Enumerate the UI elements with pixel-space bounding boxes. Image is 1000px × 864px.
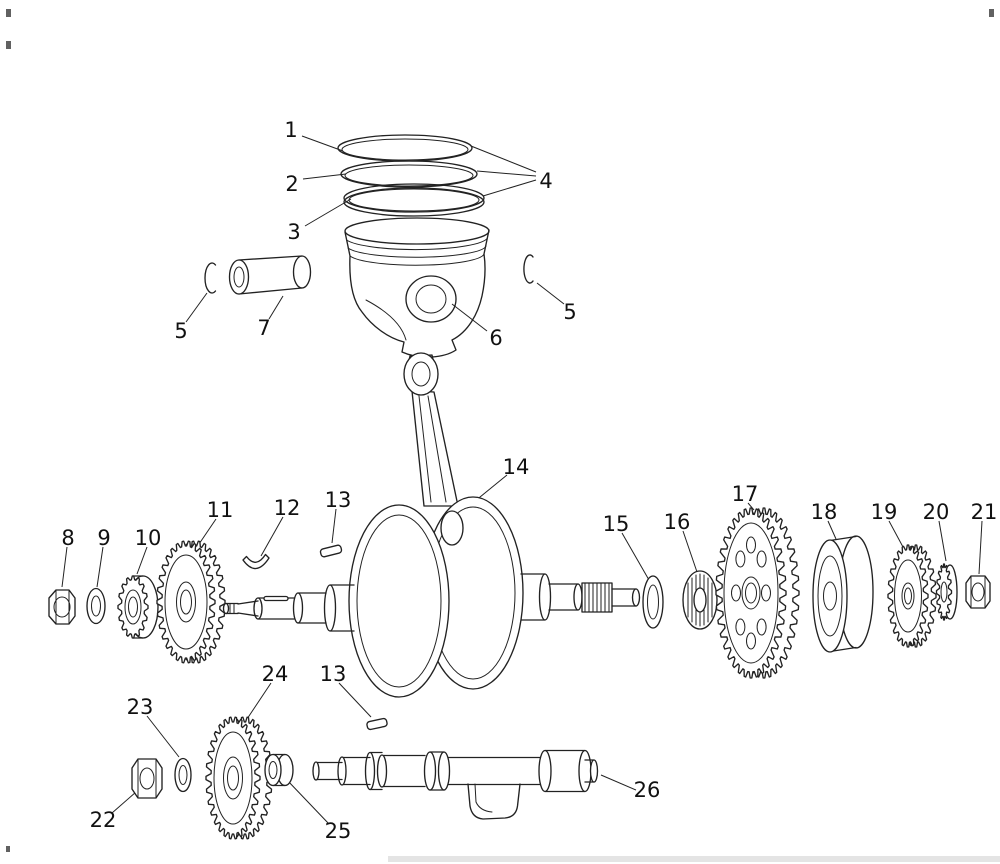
connecting-rod <box>403 352 459 507</box>
callout-label-10: 10 <box>135 526 162 550</box>
callout-label-5-left: 5 <box>174 319 187 343</box>
callout-label-6: 6 <box>489 326 502 350</box>
spacer-25 <box>264 753 294 787</box>
callout-labels: 1 2 3 4 5 7 6 5 14 8 9 10 11 12 13 15 16… <box>61 118 997 843</box>
callout-label-14: 14 <box>503 455 530 479</box>
crankshaft-webs <box>348 496 524 698</box>
shim-washer-15 <box>642 575 664 629</box>
callout-label-21: 21 <box>971 500 998 524</box>
hex-nut-8 <box>48 589 76 625</box>
woodruff-key-12 <box>242 553 270 570</box>
piston-pin <box>228 255 312 295</box>
washer-23 <box>174 757 192 793</box>
hex-nut-22 <box>131 758 163 799</box>
balancer-gear-24 <box>205 716 273 840</box>
circlip-right <box>523 254 534 284</box>
callout-label-13-lower: 13 <box>320 662 347 686</box>
compression-ring-2 <box>340 160 478 188</box>
callout-label-1: 1 <box>284 118 297 142</box>
crank-journal-left <box>222 584 355 632</box>
callout-label-3: 3 <box>287 220 300 244</box>
oil-ring <box>343 183 485 217</box>
callout-label-22: 22 <box>90 808 117 832</box>
balancer-shaft-26 <box>312 749 599 820</box>
callout-label-25: 25 <box>325 819 352 843</box>
callout-label-11: 11 <box>207 498 234 522</box>
callout-label-5-right: 5 <box>563 300 576 324</box>
leader-lines <box>61 135 983 825</box>
callout-label-2: 2 <box>285 172 298 196</box>
crank-journal-right <box>520 573 641 621</box>
circlip-left <box>204 262 217 294</box>
washer-9 <box>86 587 106 625</box>
scan-artifacts <box>6 9 1000 862</box>
governor-gear-20 <box>935 563 958 621</box>
callout-label-17: 17 <box>732 482 759 506</box>
bearing-10 <box>117 575 159 639</box>
gear-19 <box>887 544 937 648</box>
hex-nut-21 <box>965 575 991 609</box>
needle-bearing-16 <box>682 570 718 630</box>
compression-ring-1 <box>337 134 473 162</box>
callout-label-9: 9 <box>97 526 110 550</box>
callout-label-18: 18 <box>811 500 838 524</box>
callout-label-20: 20 <box>923 500 950 524</box>
callout-label-8: 8 <box>61 526 74 550</box>
callout-label-23: 23 <box>127 695 154 719</box>
callout-label-15: 15 <box>603 512 630 536</box>
callout-label-4: 4 <box>539 169 552 193</box>
timing-gear-11 <box>156 540 226 664</box>
key-13-upper <box>319 544 343 558</box>
key-13-lower <box>366 717 388 731</box>
callout-label-24: 24 <box>262 662 289 686</box>
callout-label-16: 16 <box>664 510 691 534</box>
clutch-housing-18 <box>812 535 874 653</box>
callout-label-19: 19 <box>871 500 898 524</box>
callout-label-7: 7 <box>257 316 270 340</box>
callout-label-12: 12 <box>274 496 301 520</box>
piston <box>344 217 490 358</box>
callout-label-26: 26 <box>634 778 661 802</box>
primary-gear-17 <box>715 507 800 679</box>
callout-label-13-upper: 13 <box>325 488 352 512</box>
